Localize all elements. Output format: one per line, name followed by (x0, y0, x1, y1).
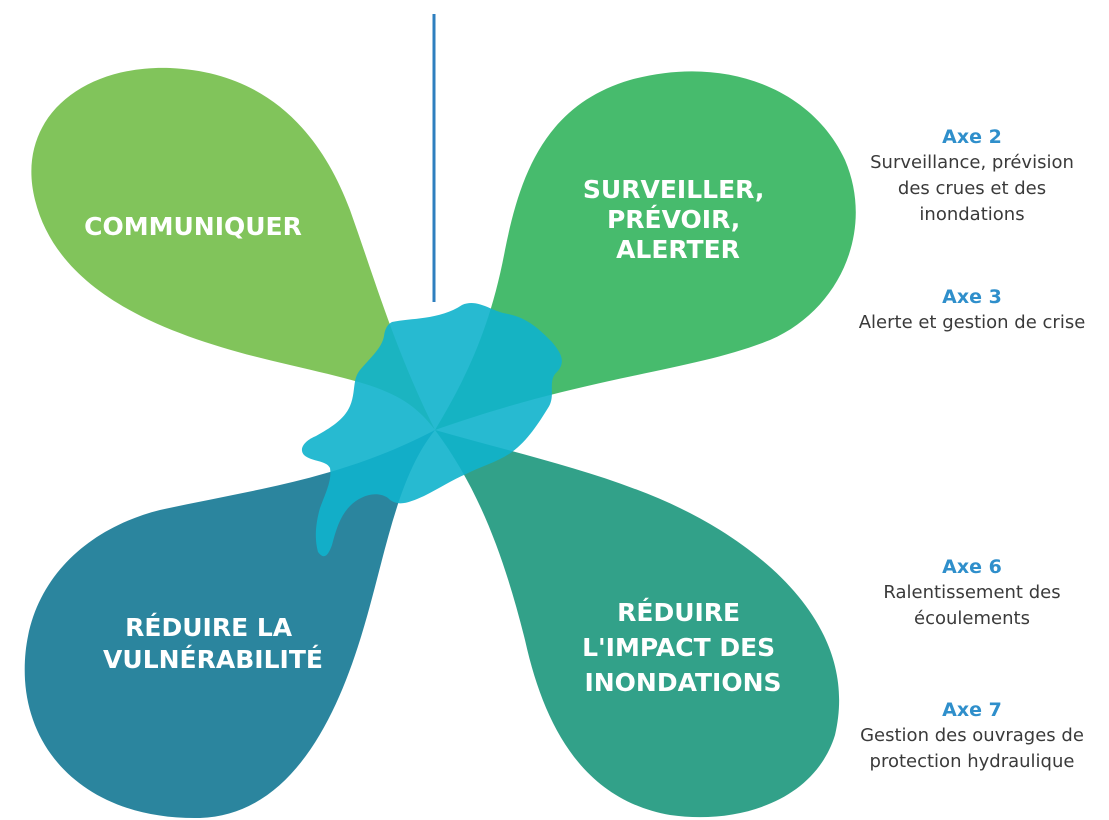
label-reduire-vulnerabilite: RÉDUIRE LA VULNÉRABILITÉ (103, 613, 323, 674)
label-surveiller: SURVEILLER, PRÉVOIR, ALERTER (583, 175, 773, 264)
axe-7-description: Gestion des ouvrages de protection hydra… (860, 725, 1084, 772)
petal-communiquer (31, 67, 436, 430)
axe-6-block: Axe 6 Ralentissement des écoulements (845, 554, 1099, 632)
petal-reduire-impact (435, 430, 840, 818)
axe-2-block: Axe 2 Surveillance, prévision des crues … (840, 124, 1104, 228)
axe-2-description: Surveillance, prévision des crues et des… (870, 152, 1074, 225)
axe-2-title: Axe 2 (942, 126, 1002, 148)
territory-map-shape (301, 303, 562, 557)
axe-3-title: Axe 3 (942, 286, 1002, 308)
label-reduire-impact: RÉDUIRE L'IMPACT DES INONDATIONS (582, 598, 784, 697)
axe-3-block: Axe 3 Alerte et gestion de crise (830, 284, 1109, 336)
axe-3-description: Alerte et gestion de crise (858, 312, 1086, 333)
axe-6-title: Axe 6 (942, 556, 1002, 578)
axe-7-block: Axe 7 Gestion des ouvrages de protection… (825, 697, 1109, 775)
axe-7-title: Axe 7 (942, 699, 1002, 721)
label-communiquer: COMMUNIQUER (84, 212, 302, 241)
axe-6-description: Ralentissement des écoulements (883, 582, 1061, 629)
